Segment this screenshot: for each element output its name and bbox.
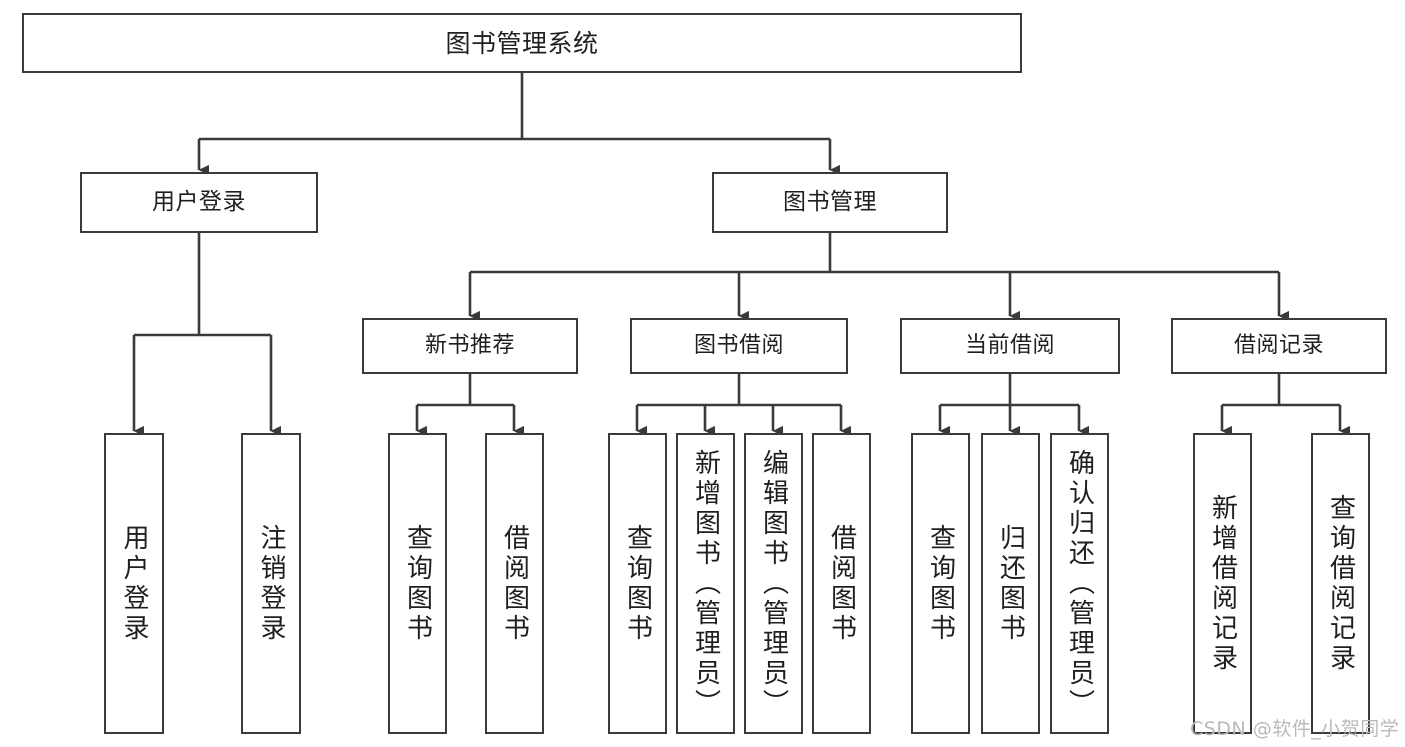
leaf-logout[interactable]: 注销登录 <box>241 433 301 734</box>
leaf-user-login-label: 用户登录 <box>119 523 149 644</box>
node-borrow-record[interactable]: 借阅记录 <box>1171 318 1387 374</box>
leaf-return-book[interactable]: 归还图书 <box>981 433 1040 734</box>
leaf-return-book-label: 归还图书 <box>995 523 1026 644</box>
node-book-borrow[interactable]: 图书借阅 <box>630 318 848 374</box>
leaf-query-book-borrow-label: 查询图书 <box>622 523 653 644</box>
node-new-book-recommend-label: 新书推荐 <box>424 333 515 359</box>
leaf-add-borrow-record[interactable]: 新增借阅记录 <box>1193 433 1252 734</box>
node-book-borrow-label: 图书借阅 <box>693 333 784 359</box>
leaf-query-book-recommend-label: 查询图书 <box>402 523 433 644</box>
node-root-system-label: 图书管理系统 <box>445 28 599 58</box>
leaf-query-book-borrow[interactable]: 查询图书 <box>608 433 667 734</box>
leaf-borrow-book-recommend-label: 借阅图书 <box>499 523 530 644</box>
node-current-borrow[interactable]: 当前借阅 <box>900 318 1120 374</box>
leaf-borrow-book-label: 借阅图书 <box>826 523 857 644</box>
leaf-borrow-book[interactable]: 借阅图书 <box>812 433 871 734</box>
leaf-confirm-return-label: 确认归还（管理员） <box>1064 448 1095 719</box>
watermark-csdn: CSDN @软件_小贺同学 <box>1190 718 1400 740</box>
leaf-borrow-book-recommend[interactable]: 借阅图书 <box>485 433 544 734</box>
node-book-manage-label: 图书管理 <box>783 189 877 216</box>
node-book-manage[interactable]: 图书管理 <box>712 172 948 233</box>
leaf-query-book-current[interactable]: 查询图书 <box>911 433 970 734</box>
leaf-user-login[interactable]: 用户登录 <box>104 433 164 734</box>
node-user-login-label: 用户登录 <box>152 189 246 216</box>
node-root-system[interactable]: 图书管理系统 <box>22 13 1022 73</box>
leaf-query-borrow-record-label: 查询借阅记录 <box>1325 493 1356 674</box>
node-user-login[interactable]: 用户登录 <box>80 172 318 233</box>
leaf-query-book-recommend[interactable]: 查询图书 <box>388 433 447 734</box>
node-borrow-record-label: 借阅记录 <box>1233 333 1324 359</box>
leaf-edit-book[interactable]: 编辑图书（管理员） <box>744 433 803 734</box>
leaf-edit-book-label: 编辑图书（管理员） <box>758 448 789 719</box>
leaf-add-borrow-record-label: 新增借阅记录 <box>1207 493 1238 674</box>
leaf-add-book[interactable]: 新增图书（管理员） <box>676 433 735 734</box>
node-current-borrow-label: 当前借阅 <box>964 333 1055 359</box>
leaf-query-book-current-label: 查询图书 <box>925 523 956 644</box>
leaf-add-book-label: 新增图书（管理员） <box>690 448 721 719</box>
node-new-book-recommend[interactable]: 新书推荐 <box>362 318 578 374</box>
leaf-query-borrow-record[interactable]: 查询借阅记录 <box>1311 433 1370 734</box>
leaf-logout-label: 注销登录 <box>256 523 286 644</box>
leaf-confirm-return[interactable]: 确认归还（管理员） <box>1050 433 1109 734</box>
